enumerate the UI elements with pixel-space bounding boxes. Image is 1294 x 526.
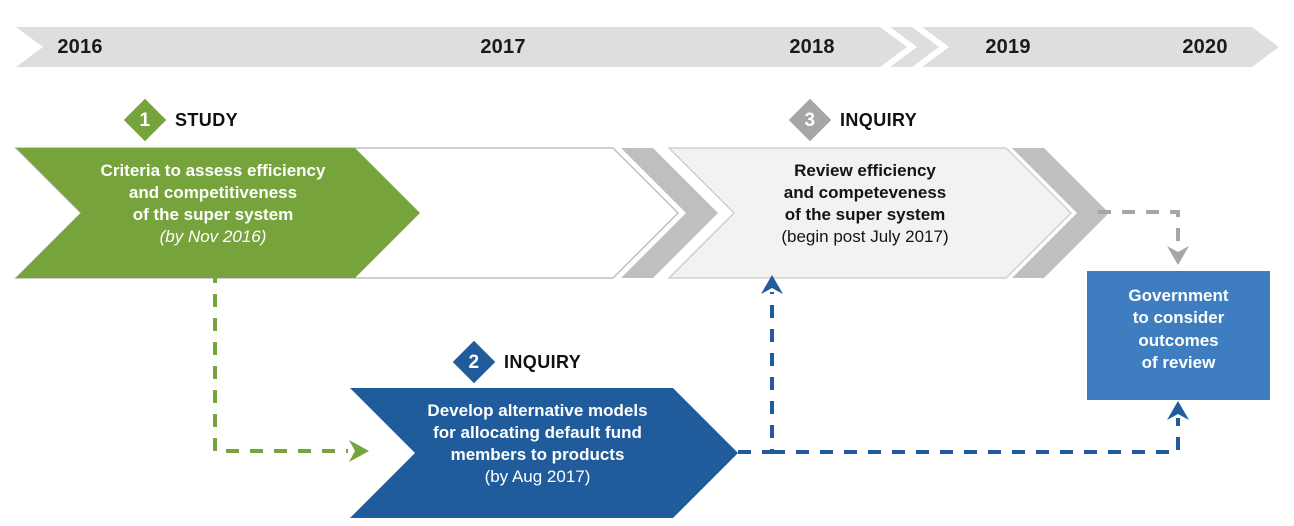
phase-badge-inquiry-2[interactable]: 2 INQUIRY <box>452 340 582 384</box>
phase-body-line: Criteria to assess efficiency <box>100 161 326 180</box>
phase-badge-number-2: 2 <box>468 351 480 373</box>
outcome-line: to consider <box>1132 308 1225 328</box>
phase-arrow-study <box>16 148 420 278</box>
year-label-2017: 2017 <box>480 36 526 58</box>
outcome-line: outcomes <box>1138 330 1219 350</box>
phase-body-line: Develop alternative models <box>427 401 648 420</box>
phase-body-line: members to products <box>450 445 625 465</box>
phase-body-line: for allocating default fund <box>433 423 642 443</box>
phase-badge-label-inquiry-2: INQUIRY <box>504 351 582 372</box>
phase-body-line: and competitiveness <box>128 183 298 203</box>
outcome-box-text: Government to consider outcomes of revie… <box>1087 285 1270 375</box>
year-bar-chevron-break-1 <box>890 27 939 67</box>
connector-inquiry2-to-outcome <box>772 401 1189 454</box>
phase-badge-diamond-1: 1 <box>123 98 167 142</box>
phase-body-inquiry-2: Develop alternative models for allocatin… <box>405 400 670 488</box>
year-label-2016: 2016 <box>57 36 103 58</box>
outcome-line: of review <box>1141 353 1216 373</box>
year-label-2020: 2020 <box>1182 36 1228 58</box>
connector-inquiry3-to-outcome <box>1098 210 1189 265</box>
outcome-line: Government <box>1128 286 1229 305</box>
phase-body-line: of the super system <box>784 205 946 225</box>
connector-inquiry2-to-inquiry3 <box>738 275 783 454</box>
year-label-2018: 2018 <box>789 36 835 58</box>
phase-arrow-divider-chevron-1 <box>621 148 718 278</box>
phase-badge-number-1: 1 <box>139 109 151 131</box>
phase-badge-diamond-3: 3 <box>788 98 832 142</box>
phase-body-note: (by Aug 2017) <box>484 467 591 487</box>
phase-badge-inquiry-3[interactable]: 3 INQUIRY <box>788 98 918 142</box>
phase-badge-label-study: STUDY <box>175 109 239 130</box>
phase-badge-study[interactable]: 1 STUDY <box>123 98 239 142</box>
phase-arrow-tail-chevron <box>1012 148 1109 278</box>
phase-body-note: (by Nov 2016) <box>159 227 267 247</box>
year-bar <box>16 27 1279 67</box>
year-bar-segment-left <box>16 27 907 67</box>
phase-arrow-inquiry-3 <box>667 147 1073 279</box>
phase-badge-label-inquiry-3: INQUIRY <box>840 109 918 130</box>
phase-body-line: of the super system <box>132 205 294 225</box>
outcome-box <box>1087 271 1270 400</box>
year-label-2019: 2019 <box>985 36 1031 58</box>
phase-badge-diamond-2: 2 <box>452 340 496 384</box>
phase-body-line: and competeveness <box>783 183 947 203</box>
phase-badge-number-3: 3 <box>804 109 816 131</box>
phase-arrow-inquiry-2 <box>350 388 738 518</box>
phase-body-line: Review efficiency <box>794 161 936 180</box>
year-bar-segment-right <box>922 27 1279 67</box>
phase-body-study: Criteria to assess efficiency and compet… <box>78 160 348 248</box>
phase-body-note: (begin post July 2017) <box>781 227 949 247</box>
phase-body-inquiry-3: Review efficiency and competeveness of t… <box>740 160 990 248</box>
connector-study-to-inquiry2 <box>213 270 369 462</box>
